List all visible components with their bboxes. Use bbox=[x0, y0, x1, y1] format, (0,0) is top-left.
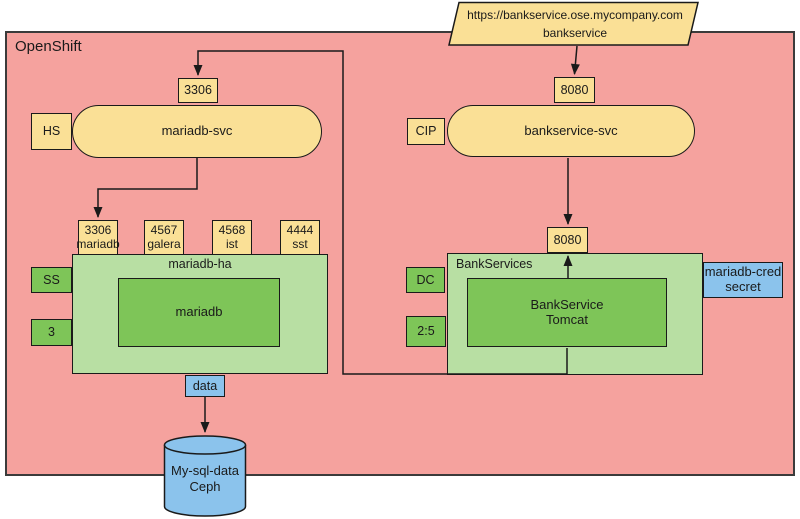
mariadb-service-port-box: 3306 bbox=[178, 78, 218, 103]
mariadb-controller-type-box: SS bbox=[31, 267, 72, 293]
bankservice-service-type-box: CIP bbox=[407, 118, 445, 145]
container-name: BankService bbox=[530, 296, 604, 312]
port-number: 4567 bbox=[150, 222, 178, 237]
mariadb-pod-port-sst: 4444 sst bbox=[280, 220, 320, 255]
bankservice-service-port-box: 8080 bbox=[554, 77, 595, 103]
mariadb-service-shape: mariadb-svc bbox=[72, 105, 322, 158]
route-name: bankservice bbox=[542, 26, 608, 40]
port-number: 4568 bbox=[218, 222, 246, 237]
port-name: galera bbox=[147, 236, 181, 251]
route-url: https://bankservice.ose.mycompany.com bbox=[467, 8, 683, 22]
mariadb-container-box: mariadb bbox=[118, 278, 280, 347]
bankservice-container-box: BankService Tomcat bbox=[467, 278, 667, 347]
storage-cylinder bbox=[163, 435, 247, 517]
port-number: 3306 bbox=[84, 222, 112, 237]
bankservice-service-shape: bankservice-svc bbox=[447, 105, 695, 157]
storage-name: My-sql-data bbox=[171, 463, 239, 478]
port-name: sst bbox=[292, 236, 308, 251]
secret-kind: secret bbox=[725, 279, 761, 294]
route-label: https://bankservice.ose.mycompany.com ba… bbox=[455, 6, 695, 42]
mariadb-pod-port-mariadb: 3306 mariadb bbox=[76, 220, 120, 255]
bankservices-deployment-label: BankServices bbox=[456, 257, 533, 271]
data-volume-box: data bbox=[185, 375, 225, 397]
bankservice-controller-type-box: DC bbox=[406, 267, 445, 293]
storage-cylinder-label: My-sql-data Ceph bbox=[163, 463, 247, 495]
bankservice-replicas-box: 2:5 bbox=[406, 316, 446, 347]
bankservice-pod-port-box: 8080 bbox=[547, 227, 588, 253]
port-name: mariadb bbox=[76, 236, 120, 251]
secret-name: mariadb-cred bbox=[704, 264, 782, 280]
mariadb-pod-port-galera: 4567 galera bbox=[144, 220, 184, 255]
container-runtime: Tomcat bbox=[546, 311, 588, 327]
route-parallelogram bbox=[448, 1, 699, 46]
mariadb-cred-secret-box: mariadb-cred secret bbox=[703, 262, 783, 298]
mariadb-pod-port-ist: 4568 ist bbox=[212, 220, 252, 255]
mariadb-service-type-box: HS bbox=[31, 113, 72, 150]
openshift-label: OpenShift bbox=[15, 38, 82, 55]
port-number: 4444 bbox=[286, 222, 314, 237]
mariadb-replicas-box: 3 bbox=[31, 319, 72, 346]
mariadb-ha-deployment-label: mariadb-ha bbox=[168, 257, 232, 271]
storage-backend: Ceph bbox=[189, 479, 221, 494]
port-name: ist bbox=[226, 236, 238, 251]
